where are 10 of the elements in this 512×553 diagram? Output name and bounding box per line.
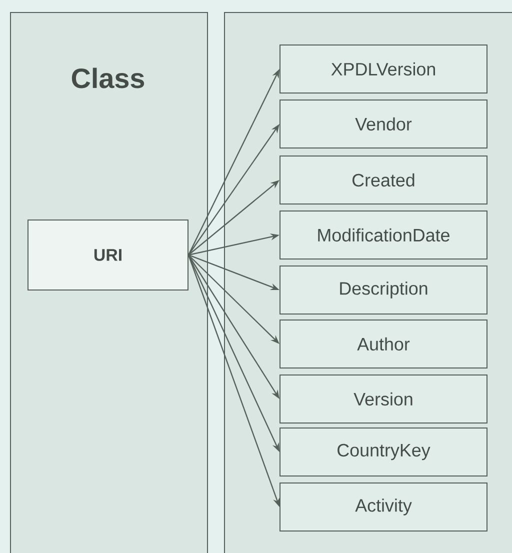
- attribute-box: Created: [280, 156, 488, 204]
- attribute-box: ModificationDate: [280, 210, 488, 260]
- attribute-box: Activity: [280, 482, 488, 532]
- attribute-box: Vendor: [280, 100, 488, 148]
- attribute-box: Description: [280, 266, 488, 314]
- attribute-box: XPDLVersion: [280, 44, 488, 94]
- attribute-box: Author: [280, 320, 488, 368]
- attribute-box: CountryKey: [280, 428, 488, 476]
- attribute-box: Version: [280, 374, 488, 424]
- class-box: URI: [28, 220, 188, 290]
